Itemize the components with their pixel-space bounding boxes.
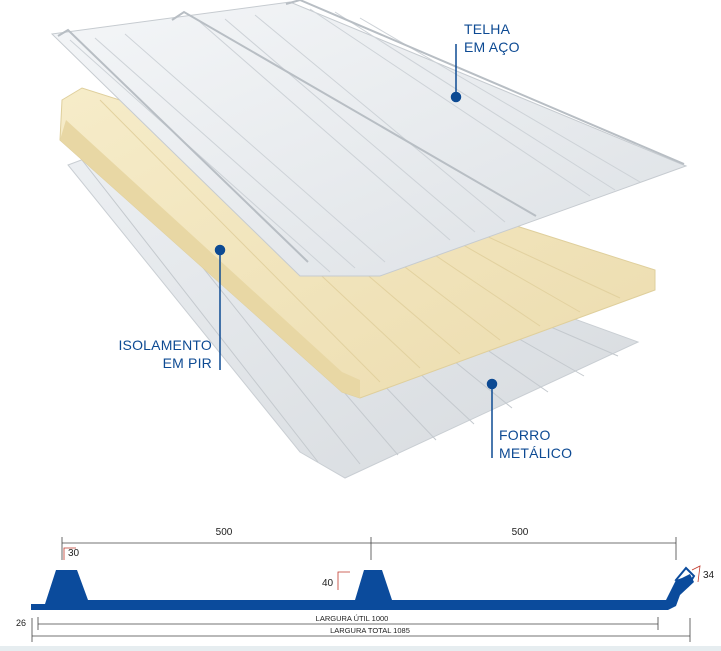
useful-width-label: LARGURA ÚTIL 1000 (316, 614, 389, 623)
span-right-label: 500 (512, 527, 529, 538)
steel-roof-layer (50, 0, 688, 277)
thickness-label: 26 (16, 618, 26, 628)
callout-insulation-line2: EM PIR (162, 355, 212, 371)
rib-height-label: 40 (322, 578, 334, 589)
total-width-label: LARGURA TOTAL 1085 (330, 626, 410, 635)
rib-top-label: 30 (68, 548, 80, 559)
callout-insulation: ISOLAMENTO EM PIR (100, 336, 212, 372)
callout-steel-roof: TELHA EM AÇO (464, 20, 520, 56)
profile-cross-section: 500 500 30 40 34 26 LARGURA ÚTIL 1000 LA… (16, 527, 715, 642)
edge-height-label: 34 (703, 570, 715, 581)
callout-insulation-line1: ISOLAMENTO (118, 337, 212, 353)
callout-metal-liner-line1: FORRO (499, 427, 551, 443)
callout-steel-roof-line1: TELHA (464, 21, 511, 37)
callout-metal-liner-line2: METÁLICO (499, 445, 573, 461)
callout-leaders (214, 44, 498, 458)
callout-steel-roof-line2: EM AÇO (464, 39, 520, 55)
callout-metal-liner: FORRO METÁLICO (499, 426, 572, 462)
span-left-label: 500 (216, 527, 233, 538)
bottom-strip (0, 646, 721, 651)
